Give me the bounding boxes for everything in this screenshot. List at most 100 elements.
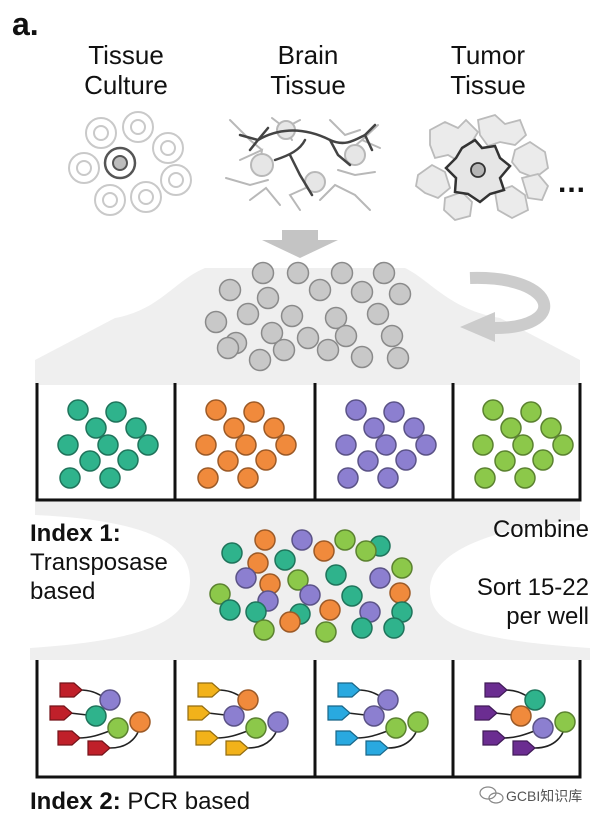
more-tissues-ellipsis: ... <box>558 166 587 199</box>
well-cell <box>217 450 239 472</box>
index1-label: Index 1: Transposase based <box>30 519 168 606</box>
tagged-cell <box>107 717 129 739</box>
gray-cell <box>256 286 280 310</box>
index-tag <box>49 705 73 721</box>
gray-cell <box>280 304 304 328</box>
well-cell <box>237 467 259 489</box>
curved-return-arrow-icon <box>460 271 551 342</box>
tagged-cell <box>85 705 107 727</box>
index2-title: Index 2: <box>30 788 121 815</box>
mixed-cell <box>287 569 309 591</box>
well-cell <box>195 434 217 456</box>
well-cell <box>512 434 534 456</box>
index-tag <box>57 730 81 746</box>
gray-cell <box>366 302 390 326</box>
well-cell <box>67 399 89 421</box>
well-cell <box>482 399 504 421</box>
index-tag <box>335 730 359 746</box>
well-cell <box>472 434 494 456</box>
tag-linker <box>347 689 419 749</box>
mixed-cell <box>209 583 231 605</box>
well-cell <box>255 449 277 471</box>
index2-label: Index 2: PCR based <box>30 787 250 816</box>
gray-cell <box>308 278 332 302</box>
down-arrow-icon <box>262 230 338 258</box>
gray-cell <box>334 324 358 348</box>
well-cell <box>415 434 437 456</box>
tagged-cell <box>510 705 532 727</box>
mixed-cell <box>319 599 341 621</box>
mixed-cell <box>334 529 356 551</box>
well-cell <box>243 401 265 423</box>
tagged-cell-cluster <box>49 682 151 756</box>
tagged-cell <box>245 717 267 739</box>
well-cell <box>474 467 496 489</box>
index-tag <box>225 740 249 756</box>
gray-cell <box>350 280 374 304</box>
well-cell <box>105 401 127 423</box>
index2-well-tagged-cells <box>49 682 576 756</box>
index-tag <box>474 705 498 721</box>
mixed-cell <box>235 567 257 589</box>
brain-tissue-icon <box>225 117 381 211</box>
mixed-cell <box>351 617 373 639</box>
well-cell <box>263 417 285 439</box>
well-cell <box>275 434 297 456</box>
tag-linker <box>494 689 566 749</box>
well-cell <box>494 450 516 472</box>
well-cell <box>335 434 357 456</box>
well-cell <box>137 434 159 456</box>
watermark-text: GCBI知识库 <box>506 788 583 804</box>
mixed-cell <box>279 611 301 633</box>
well-cell <box>59 467 81 489</box>
well-cell <box>532 449 554 471</box>
index-tag <box>337 682 361 698</box>
mixed-cell <box>274 549 296 571</box>
well-cell <box>79 450 101 472</box>
well-cell <box>375 434 397 456</box>
well-cell <box>514 467 536 489</box>
tagged-cell-cluster <box>187 682 289 756</box>
gray-cell <box>236 302 260 326</box>
well-cell <box>125 417 147 439</box>
gray-cell <box>272 338 296 362</box>
mixed-cell <box>383 617 405 639</box>
tagged-cell <box>554 711 576 733</box>
tissue-culture-label: Tissue Culture <box>74 40 178 100</box>
tissue-culture-label-line2: Culture <box>84 70 168 100</box>
mixed-cell <box>221 542 243 564</box>
index-tag <box>195 730 219 746</box>
sort-label-line1: Sort 15-22 <box>476 574 589 601</box>
sort-label-line2: per well <box>506 603 589 630</box>
well-cell <box>403 417 425 439</box>
well-cell <box>117 449 139 471</box>
wechat-logo-icon <box>479 786 504 804</box>
mixed-cell <box>391 557 413 579</box>
index2-wells <box>35 660 582 779</box>
tagged-cell <box>524 689 546 711</box>
index2-rest: PCR based <box>127 788 251 815</box>
index-tag <box>512 740 536 756</box>
gray-cell <box>248 348 272 372</box>
well-cell <box>383 401 405 423</box>
gray-cell <box>286 261 310 285</box>
index-tag <box>327 705 351 721</box>
mixed-cell <box>245 601 267 623</box>
mixed-cell <box>369 567 391 589</box>
tumor-tissue-icon <box>415 113 550 221</box>
tagged-cell-cluster <box>327 682 429 756</box>
well-cell <box>363 417 385 439</box>
index-tag <box>59 682 83 698</box>
combine-label: Combine <box>492 516 589 543</box>
mixed-cell <box>254 529 276 551</box>
well-cell <box>500 417 522 439</box>
mixed-cell <box>341 585 363 607</box>
brain-tissue-label-line2: Tissue <box>270 70 346 100</box>
gray-cell <box>388 282 412 306</box>
tagged-cell <box>237 689 259 711</box>
funnel-top-background <box>35 268 580 385</box>
tagged-cell <box>223 705 245 727</box>
index-tag <box>365 740 389 756</box>
index1-line2: based <box>30 578 96 605</box>
